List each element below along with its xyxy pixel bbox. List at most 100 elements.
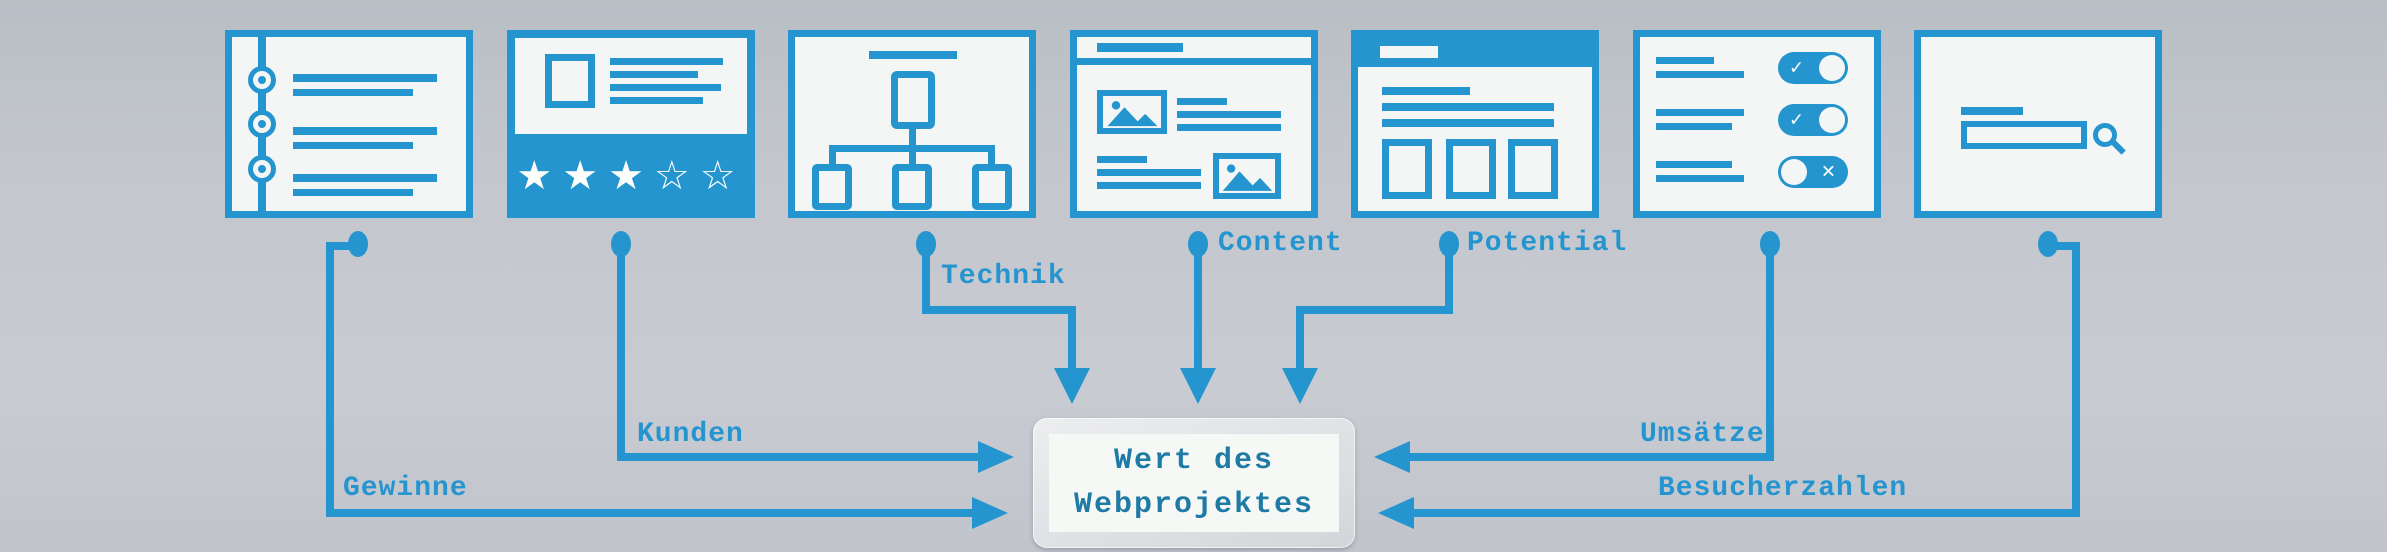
arrowhead-umsaetze xyxy=(1374,441,1410,473)
text-line-placeholder xyxy=(1656,123,1732,130)
header-divider xyxy=(1077,58,1311,65)
connection-label-umsaetze: Umsätze xyxy=(1640,419,1765,450)
center-text-line1: Wert des xyxy=(1113,444,1275,478)
center-value-text: Wert des Webprojektes xyxy=(1049,434,1339,532)
text-line-placeholder xyxy=(1177,98,1227,105)
section-tile-icon xyxy=(1446,139,1496,199)
text-line-placeholder xyxy=(293,127,437,135)
card-search xyxy=(1914,30,2162,218)
card-rating: ★★★☆☆ xyxy=(507,30,755,218)
toggle-knob xyxy=(1819,55,1845,81)
rating-upper-panel xyxy=(515,38,747,134)
text-line-placeholder xyxy=(1177,111,1281,118)
text-line-placeholder xyxy=(293,74,437,82)
star-rating-icon: ★★★☆☆ xyxy=(516,153,746,199)
connector-gewinne-line xyxy=(326,242,972,517)
text-line-placeholder xyxy=(1097,169,1201,176)
header-title-placeholder xyxy=(1380,46,1438,58)
text-line-placeholder xyxy=(610,71,698,78)
image-placeholder-icon xyxy=(1213,153,1281,199)
search-icon xyxy=(2093,123,2117,147)
connection-label-gewinne: Gewinne xyxy=(343,473,468,504)
card-sitemap xyxy=(788,30,1036,218)
text-line-placeholder xyxy=(293,174,437,182)
text-line-placeholder xyxy=(293,142,413,149)
text-line-placeholder xyxy=(610,58,723,65)
connection-label-kunden: Kunden xyxy=(637,419,744,450)
sitemap-child-node-icon xyxy=(972,164,1012,210)
text-line-placeholder xyxy=(1656,161,1732,168)
text-line-placeholder xyxy=(610,97,703,104)
connector-umsaetze-line xyxy=(1410,244,1774,461)
text-line-placeholder xyxy=(869,51,957,59)
timeline-node-icon xyxy=(248,110,276,138)
toggle-on-icon: ✓ xyxy=(1778,104,1848,136)
toggle-knob xyxy=(1819,107,1845,133)
text-line-placeholder xyxy=(1961,107,2023,115)
arrowhead-technik xyxy=(1054,368,1090,404)
connector-kunden-line xyxy=(617,244,978,461)
arrowhead-gewinne xyxy=(972,497,1008,529)
text-line-placeholder xyxy=(1656,175,1744,182)
sitemap-connector xyxy=(988,152,995,164)
connection-label-technik: Technik xyxy=(941,261,1066,292)
connection-label-besucherzahlen: Besucherzahlen xyxy=(1658,473,1908,504)
toggle-off-icon: ✕ xyxy=(1778,156,1848,188)
connection-label-potential: Potential xyxy=(1467,228,1628,259)
center-text-line2: Webprojektes xyxy=(1073,488,1315,522)
connector-umsaetze-dot xyxy=(1760,231,1780,257)
connector-gewinne-dot xyxy=(348,231,368,257)
image-placeholder-icon xyxy=(545,54,595,108)
text-line-placeholder xyxy=(293,89,413,96)
text-line-placeholder xyxy=(1177,124,1281,131)
section-tile-icon xyxy=(1508,139,1558,199)
search-input-icon xyxy=(1961,121,2087,149)
section-tile-icon xyxy=(1382,139,1432,199)
text-line-placeholder xyxy=(1656,57,1714,64)
connector-kunden-dot xyxy=(611,231,631,257)
card-storefront xyxy=(1351,30,1599,218)
connector-content-dot xyxy=(1188,231,1208,257)
sitemap-connector xyxy=(829,152,836,164)
text-line-placeholder xyxy=(1382,119,1554,127)
image-placeholder-icon xyxy=(1097,90,1167,134)
x-icon: ✕ xyxy=(1820,161,1836,183)
card-checklist xyxy=(225,30,473,218)
text-line-placeholder xyxy=(293,189,413,196)
connection-label-content: Content xyxy=(1218,228,1343,259)
sitemap-connector xyxy=(829,145,995,152)
card-article xyxy=(1070,30,1318,218)
connector-besucherzahlen-dot xyxy=(2038,231,2058,257)
sitemap-connector xyxy=(909,152,916,164)
check-icon: ✓ xyxy=(1789,57,1805,79)
timeline-node-icon xyxy=(248,155,276,183)
text-line-placeholder xyxy=(1382,87,1470,95)
text-line-placeholder xyxy=(1656,109,1744,116)
text-line-placeholder xyxy=(1097,43,1183,52)
timeline-node-icon xyxy=(248,66,276,94)
toggle-knob xyxy=(1781,159,1807,185)
sitemap-child-node-icon xyxy=(812,164,852,210)
connector-potential-dot xyxy=(1439,231,1459,257)
sitemap-connector xyxy=(909,129,916,145)
text-line-placeholder xyxy=(1656,71,1744,78)
connector-potential-line xyxy=(1296,244,1453,368)
text-line-placeholder xyxy=(1382,103,1554,111)
sitemap-child-node-icon xyxy=(892,164,932,210)
text-line-placeholder xyxy=(610,84,721,91)
arrowhead-kunden xyxy=(978,441,1014,473)
check-icon: ✓ xyxy=(1789,109,1805,131)
arrowhead-besucherzahlen xyxy=(1378,497,1414,529)
text-line-placeholder xyxy=(1097,156,1147,163)
connector-technik-line xyxy=(922,244,1076,368)
center-value-box: Wert des Webprojektes xyxy=(1033,418,1355,548)
connector-technik-dot xyxy=(916,231,936,257)
sitemap-root-node-icon xyxy=(891,71,935,129)
arrowhead-potential xyxy=(1282,368,1318,404)
connector-besucherzahlen-line xyxy=(1414,242,2080,517)
toggle-on-icon: ✓ xyxy=(1778,52,1848,84)
text-line-placeholder xyxy=(1097,182,1201,189)
arrowhead-content xyxy=(1180,368,1216,404)
